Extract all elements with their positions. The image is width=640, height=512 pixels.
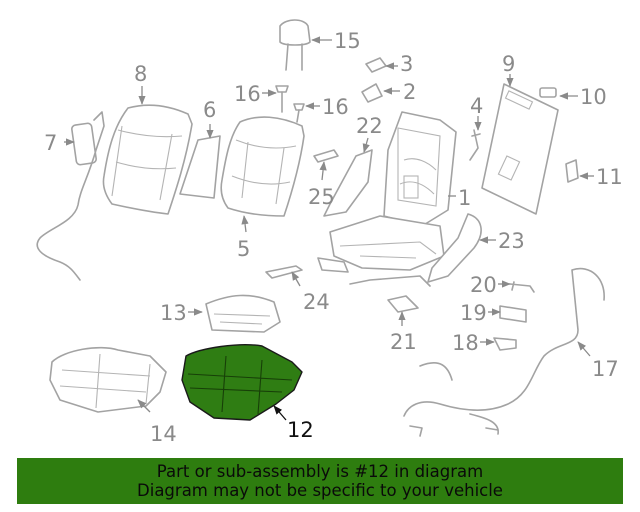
part-16-guides [275, 85, 305, 123]
part-9-back-panel [481, 83, 559, 215]
part-3-clip [365, 57, 387, 73]
parts-diagram: 1 2 3 4 5 6 7 8 9 10 11 12 [36, 19, 623, 446]
callout-13: 13 [160, 301, 203, 325]
callout-16a: 16 [234, 82, 277, 106]
callout-25: 25 [308, 161, 335, 209]
callout-14: 14 [137, 399, 177, 446]
svg-text:21: 21 [390, 330, 417, 354]
part-24-bracket [265, 265, 303, 279]
part-15-headrest [279, 19, 311, 71]
part-20-clip [509, 281, 535, 293]
part-14-cushion-cover [49, 346, 167, 413]
part-12-cushion [181, 344, 303, 421]
callout-21: 21 [390, 311, 417, 354]
part-21-plate [387, 295, 419, 313]
part-17-wire-harness [403, 267, 605, 437]
svg-text:22: 22 [356, 114, 383, 138]
callout-8: 8 [134, 62, 147, 105]
svg-text:10: 10 [580, 85, 607, 109]
svg-text:23: 23 [498, 229, 525, 253]
banner-line-1: Part or sub-assembly is #12 in diagram [156, 462, 484, 481]
callout-4: 4 [470, 94, 483, 131]
callout-16b: 16 [305, 95, 349, 119]
callout-15: 15 [311, 29, 361, 53]
callout-24: 24 [291, 271, 330, 314]
part-10-cap [539, 87, 557, 98]
svg-text:12: 12 [287, 418, 314, 442]
svg-text:17: 17 [592, 357, 619, 381]
svg-text:1: 1 [458, 186, 471, 210]
svg-text:24: 24 [303, 290, 330, 314]
callout-23: 23 [479, 229, 525, 253]
part-13-cushion-pad [205, 294, 281, 333]
svg-text:15: 15 [334, 29, 361, 53]
callout-20: 20 [470, 273, 511, 297]
svg-text:16: 16 [322, 95, 349, 119]
part-8-seatback-cover [102, 104, 193, 215]
svg-text:11: 11 [596, 165, 623, 189]
part-2-clip [361, 83, 383, 103]
callout-9: 9 [502, 52, 515, 87]
svg-text:19: 19 [460, 301, 487, 325]
callout-2: 2 [383, 80, 416, 104]
callout-1: 1 [448, 186, 471, 210]
banner-line-2: Diagram may not be specific to your vehi… [137, 481, 503, 500]
part-4-bolt [469, 129, 481, 161]
svg-text:9: 9 [502, 52, 515, 76]
callout-11: 11 [579, 165, 623, 189]
callout-19: 19 [460, 301, 501, 325]
part-7-harness [36, 111, 105, 281]
callout-5: 5 [237, 215, 250, 261]
part-5-seatback-pad [220, 116, 305, 217]
svg-text:6: 6 [203, 98, 216, 122]
part-notice-banner: Part or sub-assembly is #12 in diagram D… [17, 458, 623, 504]
svg-text:18: 18 [452, 331, 479, 355]
callout-7: 7 [44, 131, 75, 155]
part-11-clip [565, 159, 579, 183]
part-25-trim [313, 149, 339, 163]
svg-text:13: 13 [160, 301, 187, 325]
svg-text:4: 4 [470, 94, 483, 118]
svg-text:3: 3 [400, 52, 413, 76]
svg-text:2: 2 [403, 80, 416, 104]
svg-text:8: 8 [134, 62, 147, 86]
callout-18: 18 [452, 331, 495, 355]
svg-text:25: 25 [308, 185, 335, 209]
callout-12: 12 [273, 405, 314, 442]
part-22-trim [323, 149, 373, 217]
callout-3: 3 [385, 52, 413, 76]
svg-text:16: 16 [234, 82, 261, 106]
part-1-seat-frame [317, 111, 457, 287]
svg-text:7: 7 [44, 131, 57, 155]
svg-text:20: 20 [470, 273, 497, 297]
svg-text:5: 5 [237, 237, 250, 261]
callout-6: 6 [203, 98, 216, 139]
part-23-shield [427, 213, 482, 283]
part-19-bracket [499, 305, 527, 323]
part-18-bracket [493, 337, 517, 351]
callout-17: 17 [577, 341, 619, 381]
callout-10: 10 [559, 85, 607, 109]
callout-22: 22 [356, 114, 383, 153]
svg-text:14: 14 [150, 422, 177, 446]
